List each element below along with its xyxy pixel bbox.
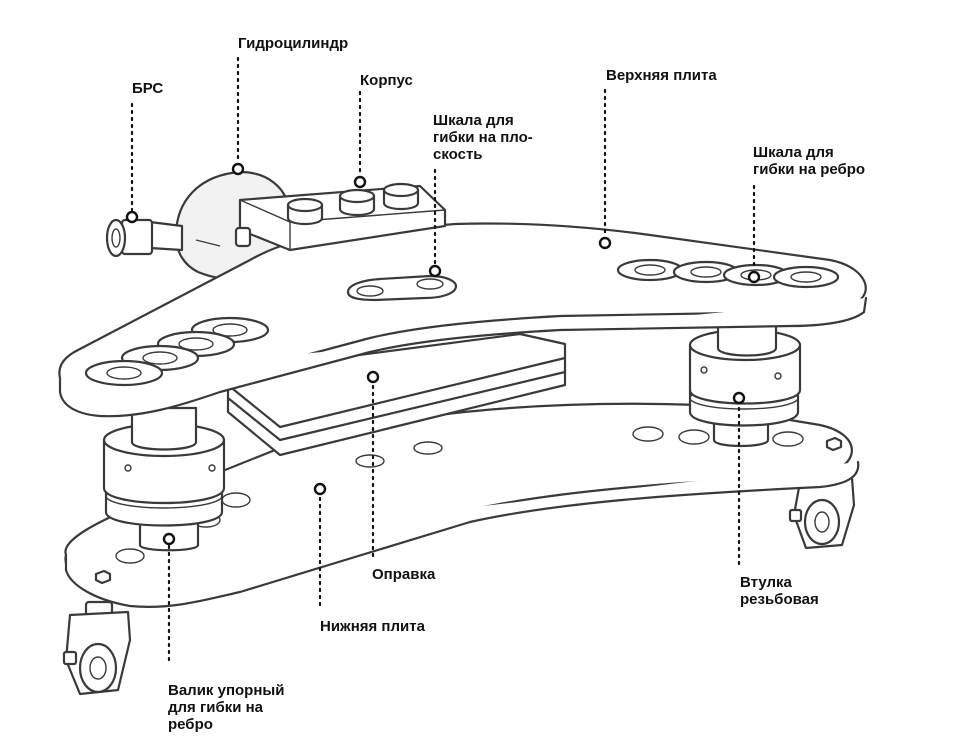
label-flat-scale: Шкала для гибки на пло- скость [433, 112, 533, 163]
dot-bottom-plate [313, 482, 327, 496]
callout-dots [125, 162, 761, 546]
caster-left [62, 600, 132, 696]
dot-edge-scale [747, 270, 761, 284]
leader-lines [130, 56, 756, 666]
dot-stop-roller [162, 532, 176, 546]
label-threaded-bushing: Втулка резьбовая [740, 574, 819, 608]
top-plate [58, 222, 868, 418]
label-stop-roller: Валик упорный для гибки на ребро [168, 682, 285, 733]
mandrel [226, 332, 567, 457]
threaded-bushing-assembly [688, 310, 802, 448]
stop-roller-assembly [102, 406, 226, 552]
dot-flat-scale [428, 264, 442, 278]
quick-coupler [105, 218, 184, 258]
label-mandrel: Оправка [372, 566, 436, 583]
label-hydro-cylinder: Гидроцилиндр [238, 35, 349, 52]
body-block [234, 182, 447, 252]
label-top-plate: Верхняя плита [606, 67, 717, 84]
dot-threaded-bushing [732, 391, 746, 405]
dot-body [353, 175, 367, 189]
label-bottom-plate: Нижняя плита [320, 618, 425, 635]
dot-brs [125, 210, 139, 224]
dot-mandrel [366, 370, 380, 384]
dot-hydro-cylinder [231, 162, 245, 176]
label-brs: БРС [132, 80, 164, 97]
label-body: Корпус [360, 72, 413, 89]
label-edge-scale: Шкала для гибки на ребро [753, 144, 866, 178]
dot-top-plate [598, 236, 612, 250]
